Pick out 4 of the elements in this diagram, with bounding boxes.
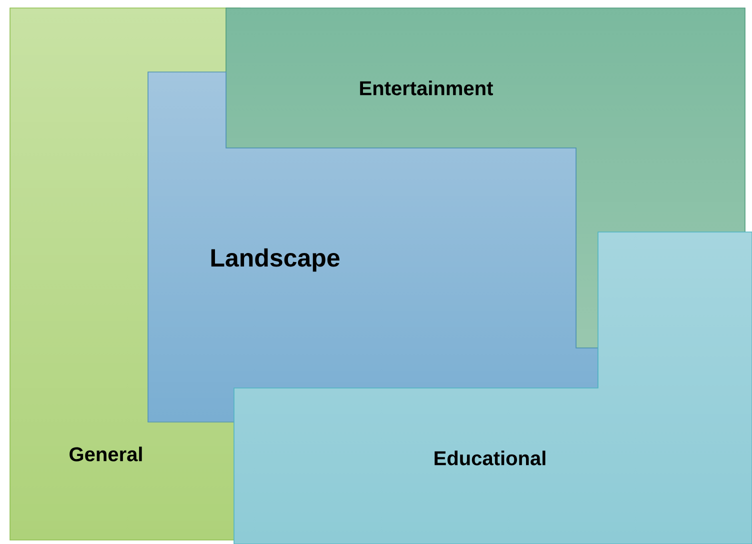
region-label: Educational — [434, 450, 546, 466]
region-label: General — [70, 446, 142, 462]
region-label: Entertainment — [360, 80, 493, 96]
region-label: Landscape — [211, 248, 340, 272]
